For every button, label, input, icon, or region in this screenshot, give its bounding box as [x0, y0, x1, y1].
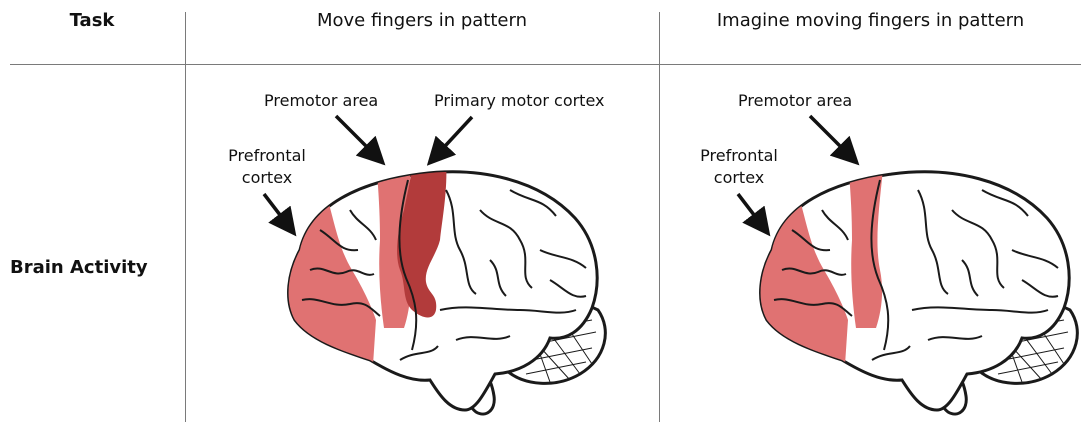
column-divider-1: [185, 12, 186, 422]
label-premotor-area-1: Premotor area: [264, 90, 378, 112]
arrow-premotor-2: [810, 116, 852, 158]
header-move-fingers: Move fingers in pattern: [186, 10, 658, 31]
brain-diagram-move: [280, 160, 610, 422]
arrow-premotor-1: [336, 116, 378, 158]
column-divider-2: [659, 12, 660, 422]
arrow-primary-motor: [434, 117, 472, 158]
header-imagine-moving: Imagine moving fingers in pattern: [660, 10, 1081, 31]
row-label-brain-activity: Brain Activity: [10, 257, 148, 278]
label-premotor-area-2: Premotor area: [738, 90, 852, 112]
header-task: Task: [0, 10, 184, 31]
brain-diagram-imagine: [752, 160, 1081, 422]
header-divider: [10, 64, 1081, 65]
label-primary-motor-cortex: Primary motor cortex: [434, 90, 604, 112]
